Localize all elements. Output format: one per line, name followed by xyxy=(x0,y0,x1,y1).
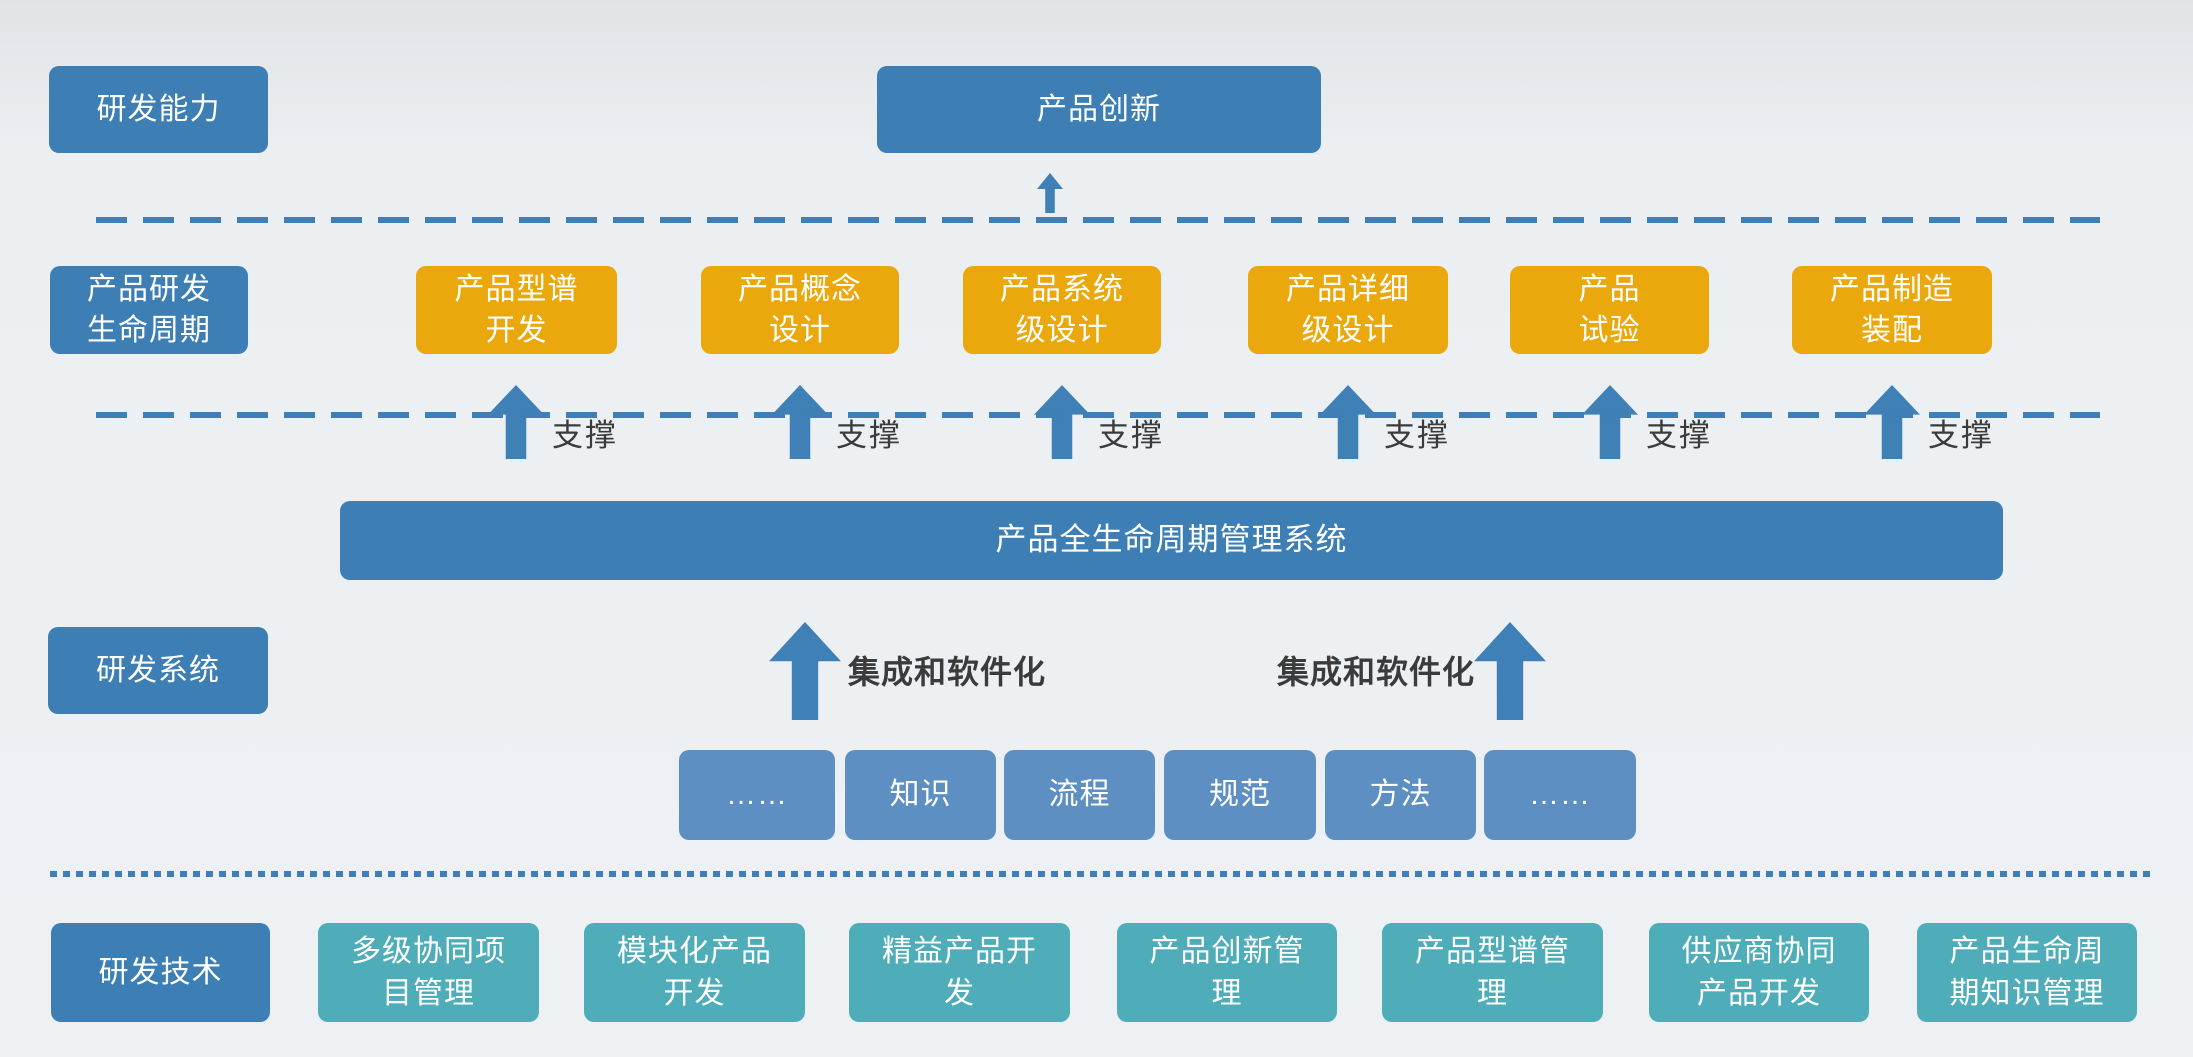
dashed-divider-middle xyxy=(96,412,2100,418)
lifecycle-row-label: 产品研发 生命周期 xyxy=(50,266,248,354)
asset-box: …… xyxy=(679,750,835,840)
asset-box: 知识 xyxy=(845,750,996,840)
asset-box: 流程 xyxy=(1004,750,1155,840)
asset-box: …… xyxy=(1484,750,1636,840)
technology-box: 产品创新管 理 xyxy=(1117,923,1337,1022)
integration-label: 集成和软件化 xyxy=(848,654,1047,690)
support-arrow-icon xyxy=(1864,385,1920,459)
up-arrow-icon xyxy=(1037,173,1063,213)
stage-box: 产品系统 级设计 xyxy=(963,266,1161,354)
stage-box: 产品 试验 xyxy=(1510,266,1709,354)
technology-box: 精益产品开 发 xyxy=(849,923,1070,1022)
stage-box: 产品制造 装配 xyxy=(1792,266,1992,354)
technology-box: 供应商协同 产品开发 xyxy=(1649,923,1869,1022)
stage-box: 产品型谱 开发 xyxy=(416,266,617,354)
support-label: 支撑 xyxy=(1098,418,1164,453)
capability-row-label: 研发能力 xyxy=(49,66,268,153)
support-arrow-icon xyxy=(1582,385,1638,459)
asset-box: 规范 xyxy=(1164,750,1316,840)
technology-box: 多级协同项 目管理 xyxy=(318,923,539,1022)
technology-box: 产品生命周 期知识管理 xyxy=(1917,923,2137,1022)
support-label: 支撑 xyxy=(552,418,618,453)
stage-box: 产品概念 设计 xyxy=(701,266,899,354)
support-label: 支撑 xyxy=(1646,418,1712,453)
support-arrow-icon xyxy=(1320,385,1376,459)
technology-box: 模块化产品 开发 xyxy=(584,923,805,1022)
integration-arrow-icon xyxy=(769,622,841,720)
support-label: 支撑 xyxy=(1928,418,1994,453)
support-arrow-icon xyxy=(772,385,828,459)
support-label: 支撑 xyxy=(1384,418,1450,453)
integration-arrow-icon xyxy=(1474,622,1546,720)
plm-system-bar: 产品全生命周期管理系统 xyxy=(340,501,2003,580)
integration-label: 集成和软件化 xyxy=(1277,654,1476,690)
asset-box: 方法 xyxy=(1325,750,1476,840)
dashed-divider-top xyxy=(96,217,2100,223)
product-innovation-box: 产品创新 xyxy=(877,66,1321,153)
technology-row-label: 研发技术 xyxy=(51,923,270,1022)
system-row-label: 研发系统 xyxy=(48,627,268,714)
support-arrow-icon xyxy=(1034,385,1090,459)
support-arrow-icon xyxy=(488,385,544,459)
technology-box: 产品型谱管 理 xyxy=(1382,923,1603,1022)
stage-box: 产品详细 级设计 xyxy=(1248,266,1448,354)
dotted-divider-bottom xyxy=(50,871,2155,877)
support-label: 支撑 xyxy=(836,418,902,453)
